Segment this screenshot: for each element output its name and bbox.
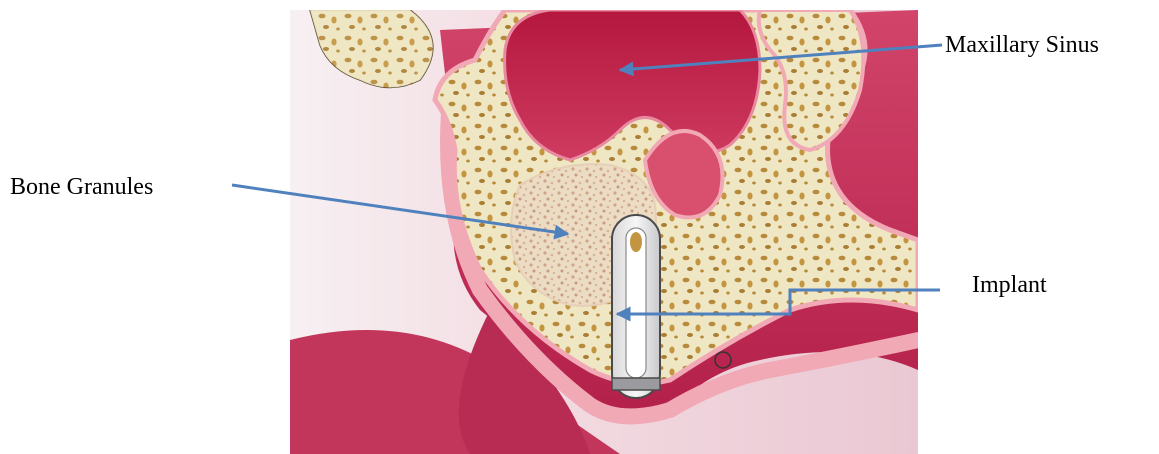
implant-shape — [612, 215, 660, 398]
implant-label: Implant — [972, 273, 1047, 297]
bone-granules-label: Bone Granules — [10, 175, 153, 199]
maxillary-sinus-illustration — [290, 10, 918, 454]
maxillary-sinus-label: Maxillary Sinus — [945, 33, 1099, 57]
